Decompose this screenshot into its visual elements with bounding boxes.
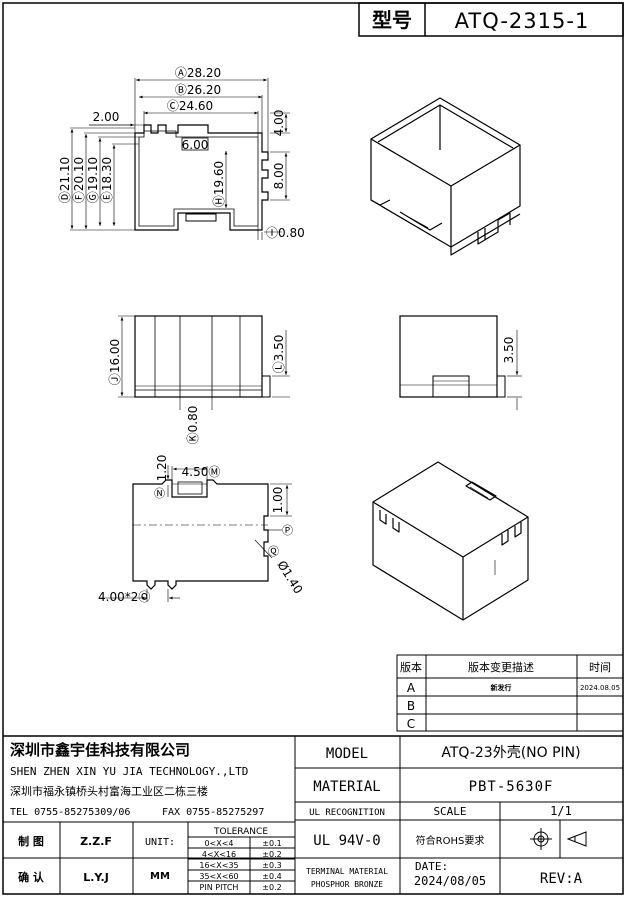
model-value: ATQ-23外壳(NO PIN) [441, 744, 580, 761]
tolerance-value: ±0.1 [262, 839, 281, 848]
iso-view-top [370, 97, 521, 256]
tolerance-range: 4<X<16 [202, 850, 236, 859]
revision-row-description: 新发行 [491, 683, 512, 692]
dim-f: Ⓕ20.10 [72, 157, 86, 203]
dim-g: Ⓖ19.10 [86, 157, 100, 203]
revision-row-version: C [407, 717, 415, 731]
tolerance-range: 0<X<4 [204, 839, 233, 848]
unit-label: UNIT: [145, 837, 175, 848]
model-label: MODEL [326, 746, 368, 762]
side-view-dimensions [507, 330, 522, 410]
title-block-grid [3, 735, 623, 894]
front-view [134, 315, 271, 398]
dim-b: Ⓑ26.20 [175, 83, 221, 97]
revision-table: 版本 版本变更描述 时间 A 新发行 2024.08.05 B C [396, 654, 624, 732]
check-by: L.Y.J [83, 871, 109, 884]
date-value: 2024/08/05 [414, 874, 486, 888]
revision-row-version: B [407, 699, 415, 713]
front-view-labels: Ⓙ16.00 Ⓛ3.50 Ⓚ0.80 [108, 335, 286, 445]
dim-q: Ⓠ [268, 545, 279, 558]
made-label: 制 图 [18, 834, 44, 848]
model-header: 型号 ATQ-2315-1 [358, 2, 624, 37]
tolerance-value: ±0.2 [262, 883, 281, 892]
dim-right-slot: 8.00 [272, 163, 286, 190]
date-label: DATE: [415, 860, 448, 873]
dim-r: Ø1.40 [274, 558, 305, 596]
title-block-fields: MODEL ATQ-23外壳(NO PIN) MATERIAL PBT-5630… [18, 744, 583, 889]
projection-symbol-icon [530, 828, 587, 850]
dim-side-height: 3.50 [502, 337, 516, 364]
dim-a: Ⓐ28.20 [175, 66, 221, 80]
revision-header-version: 版本 [400, 660, 422, 674]
tolerance-value: ±0.3 [262, 861, 281, 870]
dim-d: Ⓓ21.10 [58, 157, 72, 203]
revision-row-date: 2024.08.05 [580, 684, 620, 692]
dim-j: Ⓙ16.00 [108, 339, 122, 385]
ul-value: UL 94V-0 [313, 833, 380, 849]
company-address: 深圳市福永镇桥头村富海工业区二栋三楼 [10, 784, 208, 798]
dim-n: Ⓝ [154, 487, 165, 500]
tolerance-range: 16<X<35 [199, 861, 238, 870]
ul-label: UL RECOGNITION [309, 808, 385, 818]
bottom-view [132, 479, 269, 590]
material-label: MATERIAL [313, 779, 380, 795]
company-fax: FAX 0755-85275297 [162, 807, 264, 818]
dim-m: 4.50Ⓜ [182, 465, 221, 479]
unit-value: MM [150, 871, 170, 882]
terminal-label: TERMINAL MATERIAL [306, 867, 388, 876]
made-by: Z.Z.F [80, 835, 112, 848]
bottom-view-dimensions [100, 465, 292, 602]
company-info: 深圳市鑫宇佳科技有限公司 SHEN ZHEN XIN YU JIA TECHNO… [10, 741, 264, 818]
revision-row-version: A [407, 681, 416, 695]
tolerance-title: TOLERANCE [213, 827, 268, 837]
dim-bottom-120: 1.20 [155, 455, 169, 482]
dim-e: Ⓔ18.30 [100, 157, 114, 203]
iso-view-bottom [372, 461, 529, 621]
dim-center-slot: 6.00 [182, 138, 209, 152]
scale-value: 1/1 [550, 804, 572, 818]
revision-header-description: 版本变更描述 [468, 660, 534, 674]
type-label: 型号 [372, 8, 412, 32]
tolerance-range: PIN PITCH [200, 883, 239, 892]
company-name-en: SHEN ZHEN XIN YU JIA TECHNOLOGY.,LTD [10, 765, 248, 778]
dim-i: Ⓘ0.80 [266, 226, 305, 240]
side-view [399, 315, 506, 398]
rohs-note: 符合ROHS要求 [416, 834, 485, 847]
check-label: 确 认 [18, 870, 45, 884]
top-view-dimensions [70, 78, 290, 240]
dim-h: Ⓗ19.60 [212, 161, 226, 207]
dim-o: 4.00*2Ⓞ [98, 590, 150, 604]
tolerance-value: ±0.2 [262, 850, 281, 859]
top-view-labels: Ⓐ28.20 Ⓑ26.20 Ⓒ24.60 2.00 4.00 6.00 8.00… [58, 66, 305, 240]
front-view-dimensions [118, 315, 290, 410]
dim-k: Ⓚ0.80 [186, 406, 200, 445]
dim-p: Ⓟ [282, 524, 293, 537]
material-value: PBT-5630F [469, 779, 554, 795]
scale-label: SCALE [433, 805, 466, 818]
dim-bottom-100: 1.00 [271, 487, 285, 514]
revision-header-date: 时间 [589, 661, 611, 674]
dim-c: Ⓒ24.60 [167, 99, 213, 113]
dim-right-top: 4.00 [272, 110, 286, 137]
model-code: ATQ-2315-1 [455, 9, 590, 33]
dim-l: Ⓛ3.50 [272, 335, 286, 374]
company-name-cn: 深圳市鑫宇佳科技有限公司 [10, 741, 190, 759]
tolerance-table: TOLERANCE 0<X<4 ±0.1 4<X<16 ±0.2 16<X<35… [199, 827, 281, 892]
revision-value: REV:A [540, 871, 583, 887]
tolerance-range: 35<X<60 [199, 872, 238, 881]
company-tel: TEL 0755-85275309/06 [10, 807, 130, 818]
terminal-value: PHOSPHOR BRONZE [311, 880, 383, 889]
tolerance-value: ±0.4 [262, 872, 281, 881]
dim-left-tab: 2.00 [93, 110, 120, 124]
